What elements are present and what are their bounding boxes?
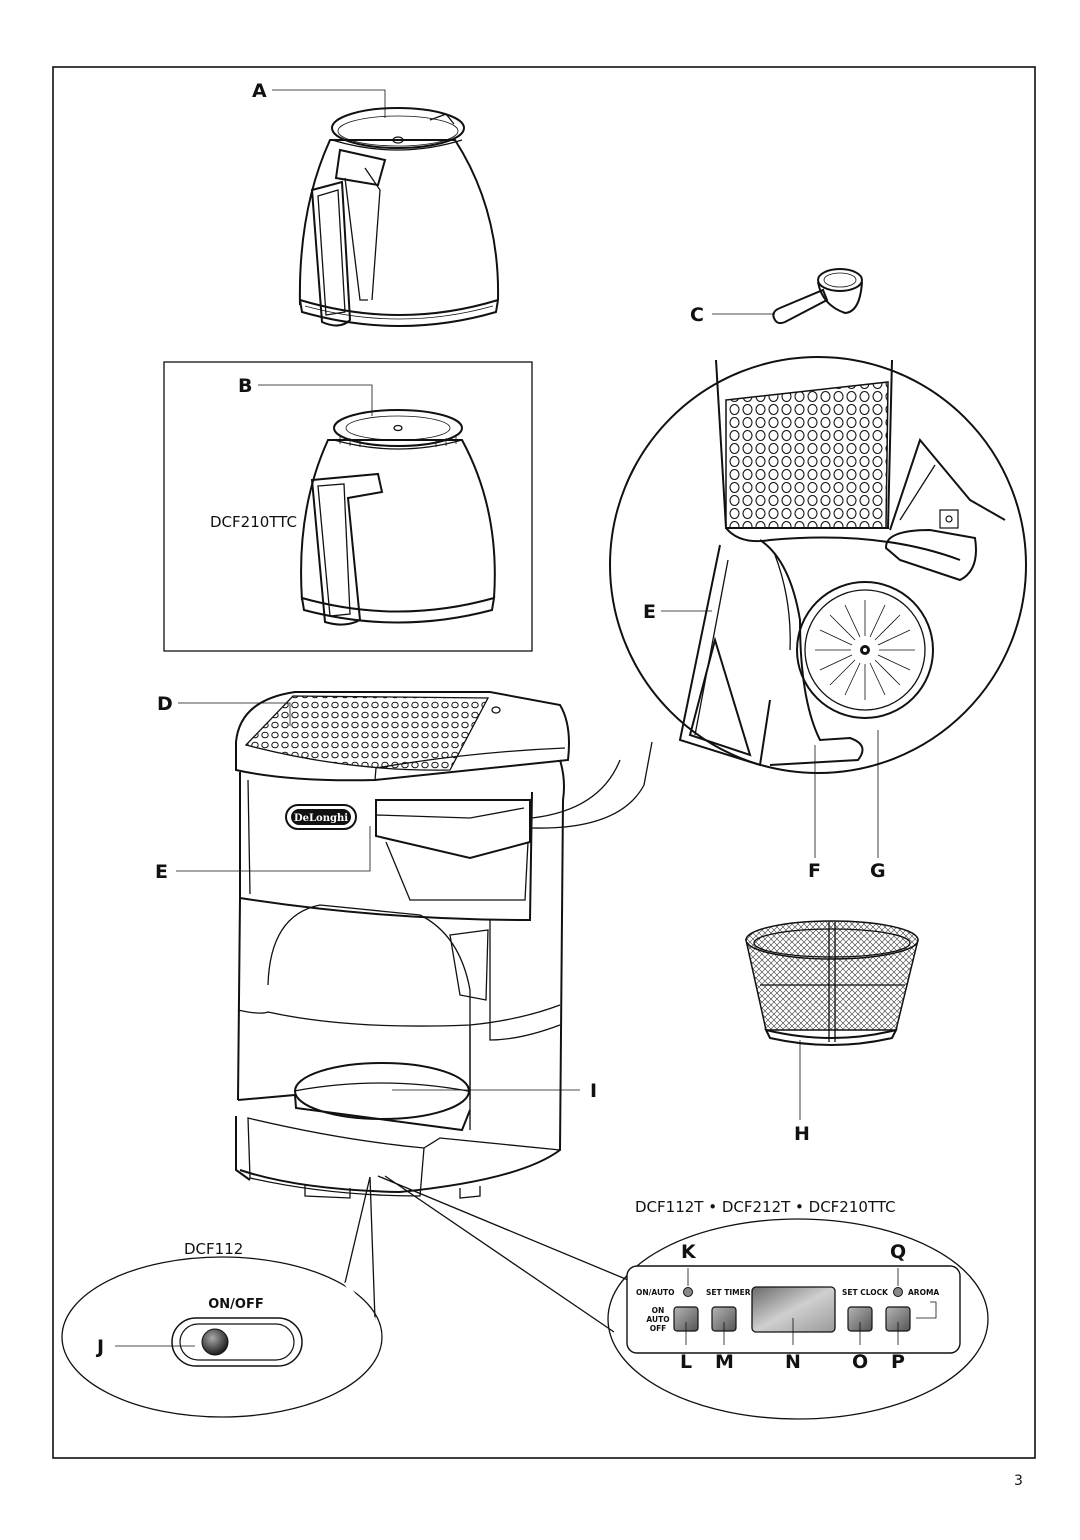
callout-o: O bbox=[852, 1351, 868, 1373]
label-on-auto: ON/AUTO bbox=[636, 1288, 675, 1297]
coffee-machine-illustration: DeLonghi bbox=[235, 691, 570, 1199]
glass-carafe-illustration bbox=[298, 107, 500, 327]
measuring-scoop-illustration bbox=[772, 268, 863, 325]
label-on-auto-off-3: OFF bbox=[650, 1324, 667, 1333]
brand-logo: DeLonghi bbox=[285, 804, 357, 830]
thermal-carafe-box bbox=[163, 361, 533, 652]
svg-text:DeLonghi: DeLonghi bbox=[294, 813, 348, 824]
callout-l: L bbox=[680, 1351, 692, 1373]
callout-q: Q bbox=[890, 1241, 906, 1263]
callout-g: G bbox=[870, 860, 886, 882]
callout-a-leader bbox=[272, 89, 386, 118]
callout-j: J bbox=[95, 1336, 104, 1358]
filter-holder-detail bbox=[531, 356, 1027, 829]
callout-n: N bbox=[785, 1351, 801, 1373]
callout-m: M bbox=[715, 1351, 734, 1373]
callout-h: H bbox=[794, 1123, 810, 1145]
label-set-timer: SET TIMER bbox=[706, 1288, 751, 1297]
callout-e-main: E bbox=[155, 861, 168, 883]
callout-d-leader bbox=[178, 702, 291, 726]
thermal-carafe-handle bbox=[310, 472, 384, 626]
callout-k: K bbox=[681, 1241, 697, 1263]
label-on-auto-off-2: AUTO bbox=[646, 1315, 669, 1324]
aroma-indicator-light bbox=[893, 1287, 903, 1297]
model-label-dcf112: DCF112 bbox=[184, 1240, 243, 1258]
label-set-clock: SET CLOCK bbox=[842, 1288, 889, 1297]
callout-a: A bbox=[252, 80, 267, 102]
permanent-filter-illustration bbox=[745, 920, 919, 1046]
drip-stop-valve bbox=[796, 581, 934, 719]
callout-b: B bbox=[238, 375, 252, 397]
on-off-knob[interactable] bbox=[201, 1328, 229, 1356]
lcd-display bbox=[751, 1286, 836, 1333]
label-aroma: AROMA bbox=[908, 1288, 939, 1297]
callout-e-detail: E bbox=[643, 601, 656, 623]
callout-d: D bbox=[157, 693, 173, 715]
callout-b-leader bbox=[258, 384, 373, 416]
callout-p: P bbox=[891, 1351, 905, 1373]
model-label-carafe-b: DCF210TTC bbox=[210, 513, 297, 531]
on-auto-indicator-light bbox=[683, 1287, 693, 1297]
callout-e-main-leader bbox=[176, 826, 371, 872]
carafe-handle bbox=[310, 180, 352, 327]
page-number: 3 bbox=[1014, 1473, 1023, 1489]
label-on-auto-off-1: ON bbox=[652, 1306, 665, 1315]
switch-detail-bubble bbox=[61, 1256, 383, 1418]
callout-f: F bbox=[808, 860, 821, 882]
callout-i: I bbox=[590, 1080, 597, 1102]
control-panel-bubble bbox=[607, 1218, 989, 1420]
page-frame bbox=[52, 66, 1036, 1459]
model-label-control-panel: DCF112T • DCF212T • DCF210TTC bbox=[635, 1198, 896, 1216]
filter-holder-grid bbox=[244, 695, 490, 771]
switch-label: ON/OFF bbox=[208, 1297, 264, 1312]
thermal-carafe-illustration bbox=[300, 409, 496, 626]
callout-c: C bbox=[690, 304, 704, 326]
